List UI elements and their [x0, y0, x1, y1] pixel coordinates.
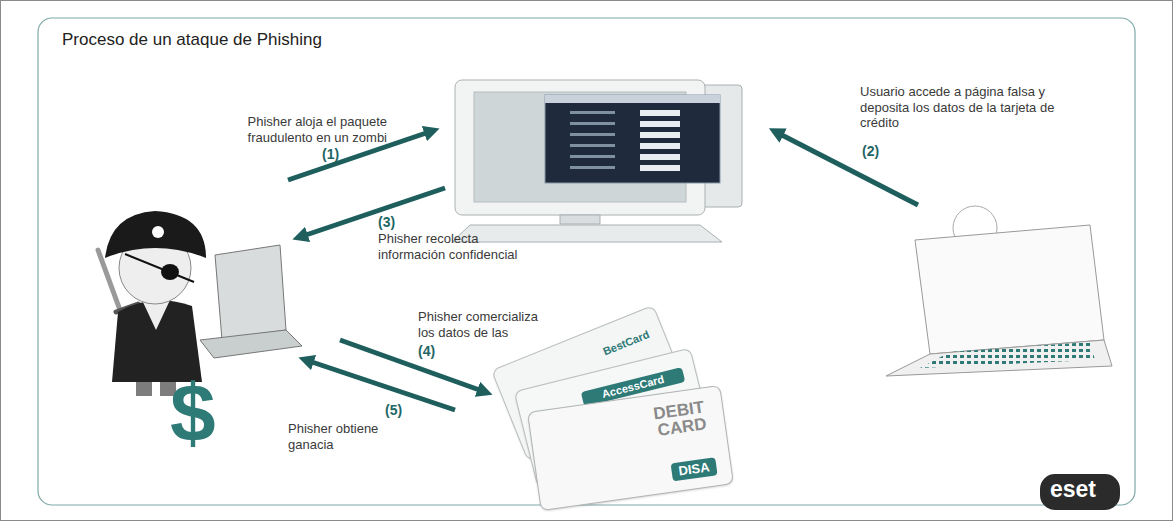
- card-brand: DISA: [671, 458, 718, 482]
- zombie-computer-part: [545, 95, 720, 103]
- phisher-pirate-part: [142, 300, 170, 330]
- step-caption: Phisher comercializa los datos de las: [418, 309, 538, 340]
- step-caption-box: Phisher recolecta información confidenci…: [378, 231, 548, 262]
- card-type: DEBIT CARD: [633, 398, 707, 441]
- callout-number: (4): [418, 343, 435, 359]
- step-caption-box: Usuario accede a página falsa y deposita…: [860, 84, 1065, 131]
- dollar-symbol: $: [170, 367, 216, 458]
- step-caption: Phisher obtiene ganacia: [288, 421, 378, 452]
- dollar-symbol-box: $: [170, 372, 240, 454]
- step-caption-box: Phisher comercializa los datos de las: [418, 309, 558, 340]
- form-caption-bar: [570, 166, 615, 169]
- zombie-computer-part: [452, 225, 722, 242]
- diagram-title: Proceso de un ataque de Phishing: [62, 30, 322, 49]
- flow-arrows-part: [300, 188, 445, 237]
- callout-number-box: (3): [378, 214, 408, 231]
- title-box: Proceso de un ataque de Phishing: [62, 30, 322, 50]
- step-caption: Phisher recolecta información confidenci…: [378, 231, 517, 262]
- step-caption: Phisher aloja el paquete fraudulento en …: [248, 114, 388, 145]
- zombie-computer: [452, 80, 742, 242]
- user-laptop: [886, 206, 1112, 376]
- phisher-pirate-part: [215, 245, 286, 340]
- form-field: [640, 154, 680, 160]
- form-caption-bar: [570, 122, 615, 125]
- callout-number: (5): [385, 402, 402, 418]
- phisher-pirate-part: [105, 211, 206, 258]
- form-field: [640, 132, 680, 138]
- callout-number: (3): [378, 214, 395, 230]
- phisher-pirate-part: [200, 330, 302, 358]
- step-caption: Usuario accede a página falsa y deposita…: [860, 84, 1054, 130]
- phisher-pirate-part: [125, 254, 194, 282]
- zombie-computer-part: [545, 95, 720, 183]
- form-field: [640, 121, 680, 127]
- user-laptop-part: [886, 340, 1112, 376]
- callout-number: (1): [322, 146, 339, 162]
- zombie-computer-part-part: [570, 111, 615, 169]
- callout-number-box: (1): [322, 146, 352, 163]
- step-caption-box: Phisher obtiene ganacia: [288, 421, 383, 452]
- step-caption-box: Phisher aloja el paquete fraudulento en …: [222, 114, 387, 145]
- form-caption-bar: [570, 111, 615, 114]
- phisher-pirate-part: [152, 226, 164, 238]
- logo-text: eset: [1050, 476, 1096, 504]
- zombie-computer-part: [570, 110, 680, 171]
- flow-arrows-part: [340, 340, 485, 392]
- form-field: [640, 110, 680, 116]
- zombie-computer-part: [560, 215, 600, 224]
- form-caption-bar: [570, 144, 615, 147]
- callout-number: (2): [862, 143, 879, 159]
- user-laptop-part: [915, 225, 1104, 354]
- phisher-pirate-part: [161, 264, 179, 280]
- callout-number-box: (4): [418, 343, 448, 360]
- flow-arrows-part: [306, 360, 455, 410]
- user-laptop-part: [920, 342, 1095, 368]
- eset-logo: eset: [1040, 474, 1120, 510]
- callout-number-box: (2): [862, 143, 892, 160]
- flow-arrows-part: [776, 132, 918, 205]
- callout-number-box: (5): [385, 402, 415, 419]
- form-field: [640, 165, 680, 171]
- form-field: [640, 143, 680, 149]
- form-caption-bar: [570, 133, 615, 136]
- form-caption-bar: [570, 155, 615, 158]
